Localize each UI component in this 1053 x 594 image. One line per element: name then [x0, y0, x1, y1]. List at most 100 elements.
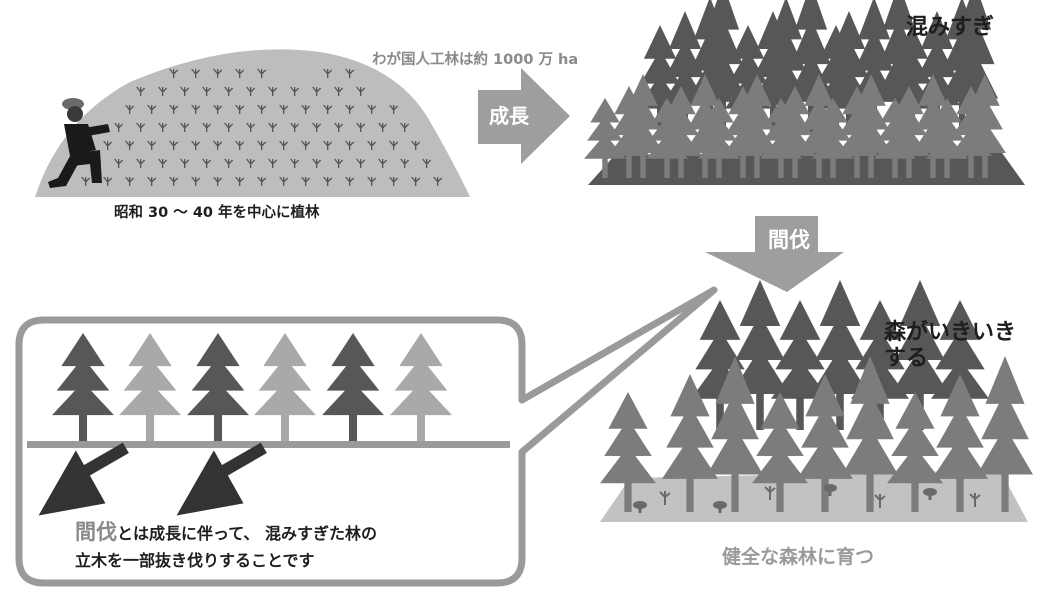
tree — [850, 74, 892, 178]
definition-line2: 立木を一部抜き伐りすることです — [75, 551, 315, 570]
tree — [771, 300, 829, 430]
seedling — [114, 158, 124, 168]
seedling — [169, 176, 179, 186]
seedling — [246, 86, 256, 96]
seedling — [213, 140, 223, 150]
seedling — [323, 140, 333, 150]
tree — [760, 98, 802, 178]
definition-keyword: 間伐 — [75, 520, 117, 544]
seedling — [224, 86, 234, 96]
tree — [926, 98, 968, 178]
tree — [584, 98, 626, 178]
tree — [811, 280, 869, 430]
seedling — [290, 158, 300, 168]
seedling — [290, 86, 300, 96]
tree — [842, 356, 898, 512]
seedling — [147, 104, 157, 114]
tree — [608, 86, 650, 178]
seedling — [268, 158, 278, 168]
tree — [736, 74, 778, 178]
healthy-forest-caption: 健全な森林に育つ — [722, 546, 875, 568]
tree — [254, 333, 316, 441]
seedling — [367, 104, 377, 114]
tree — [836, 86, 878, 178]
seedling — [147, 176, 157, 186]
seedling — [257, 140, 267, 150]
tree — [964, 74, 1006, 178]
seedling — [279, 140, 289, 150]
seedling — [158, 122, 168, 132]
seedling — [334, 86, 344, 96]
seedling — [235, 104, 245, 114]
sprout — [969, 493, 981, 507]
seedling — [301, 140, 311, 150]
seedling — [323, 104, 333, 114]
seedling — [202, 122, 212, 132]
seedling — [334, 122, 344, 132]
seedling — [345, 176, 355, 186]
seedling — [125, 176, 135, 186]
seedling — [213, 68, 223, 78]
callout-ground-line — [27, 441, 510, 448]
seedling — [433, 176, 443, 186]
seedling — [136, 86, 146, 96]
tree — [752, 392, 808, 512]
tree — [731, 280, 789, 430]
standing-tree-row — [52, 333, 452, 441]
seedling — [191, 140, 201, 150]
seedling — [191, 104, 201, 114]
seedling — [169, 140, 179, 150]
seedling — [323, 68, 333, 78]
tree — [812, 98, 854, 178]
area-caption: わが国人工林は約 1000 万 ha — [372, 52, 579, 68]
seedling — [356, 158, 366, 168]
seedling — [389, 140, 399, 150]
seedling — [224, 158, 234, 168]
seedling — [389, 104, 399, 114]
tree — [52, 333, 114, 441]
seedling — [268, 86, 278, 96]
tree — [891, 280, 949, 430]
seedling — [422, 158, 432, 168]
definition-line1: 間伐とは成長に伴って、 混みすぎた林の — [75, 522, 377, 543]
seedling — [312, 158, 322, 168]
mushroom — [823, 484, 837, 496]
seedling — [180, 158, 190, 168]
seedling — [158, 86, 168, 96]
felled-tree — [38, 442, 129, 516]
seedling — [312, 122, 322, 132]
seedling — [279, 104, 289, 114]
seedling — [213, 104, 223, 114]
sprout — [659, 491, 671, 505]
mushroom — [923, 488, 937, 500]
mushroom — [633, 501, 647, 513]
tree — [660, 86, 702, 178]
seedling — [169, 104, 179, 114]
seedling — [246, 122, 256, 132]
felled-trees — [38, 442, 267, 516]
tree — [600, 392, 656, 512]
seedling — [334, 158, 344, 168]
seedling — [235, 176, 245, 186]
seedling — [147, 140, 157, 150]
seedling — [411, 176, 421, 186]
seedling — [180, 122, 190, 132]
seedling — [213, 176, 223, 186]
seedling — [400, 158, 410, 168]
tree — [700, 0, 746, 135]
thinning-arrow — [705, 216, 844, 292]
overcrowded-forest-trees — [584, 0, 1006, 178]
lively-label-line2: する — [884, 346, 929, 371]
tree — [888, 86, 930, 178]
seedling — [257, 176, 267, 186]
tree — [662, 374, 718, 512]
seedling — [367, 140, 377, 150]
seedling — [169, 68, 179, 78]
tree — [774, 86, 816, 178]
seedling — [411, 140, 421, 150]
sprout — [874, 494, 886, 508]
seedling — [136, 158, 146, 168]
seedling — [103, 140, 113, 150]
tree — [707, 356, 763, 512]
